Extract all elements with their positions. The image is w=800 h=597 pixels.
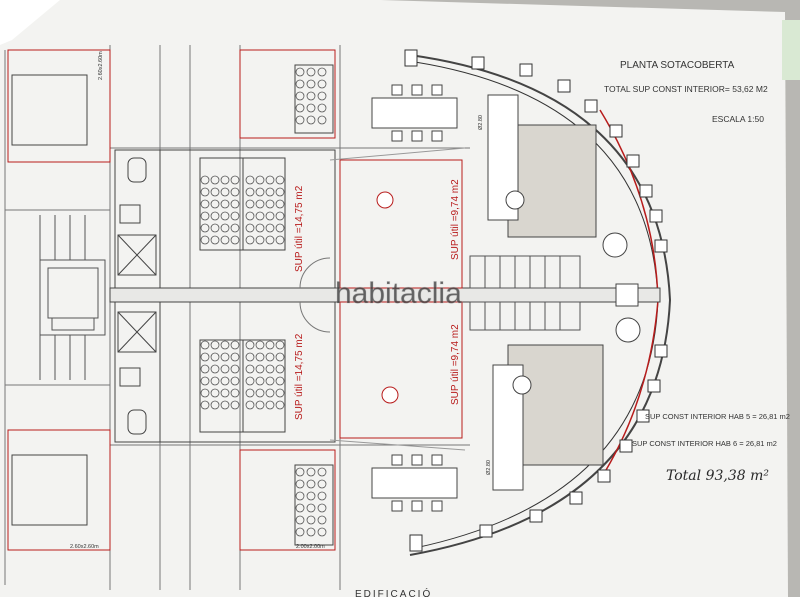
- bedroom-outer: [7, 49, 336, 551]
- watermark: habitaclia: [335, 277, 462, 310]
- plan-title: PLANTA SOTACOBERTA: [620, 60, 735, 71]
- handwritten-total: Total 93,38 m²: [666, 468, 769, 484]
- area-label-bottom-right: SUP útil =9,74 m2: [450, 324, 461, 405]
- bedroom-top: [159, 149, 336, 289]
- hab5-label: SUP CONST INTERIOR HAB 5 = 26,81 m2: [645, 412, 790, 421]
- bedroom-bottom: [159, 301, 336, 443]
- dim-label-bottom-mid: 2.00x2.00m: [296, 544, 325, 550]
- area-label-top-right: SUP útil =9,74 m2: [450, 179, 461, 260]
- dim-label-bottom-left: 2.60x2.60m: [70, 544, 99, 550]
- area-label-top-left: SUP útil =14,75 m2: [294, 185, 305, 272]
- sticker: [782, 20, 800, 80]
- bottom-caption: EDIFICACIÓ: [355, 587, 432, 597]
- stair-shaft: [39, 215, 106, 380]
- dim-label-sofa-bottom: Ø2.80: [486, 460, 492, 475]
- dim-label-sofa-top: Ø2.80: [478, 115, 484, 130]
- bathroom-top: [114, 149, 161, 289]
- scale-label: ESCALA 1:50: [712, 114, 764, 124]
- dim-label-top-left: 2.60x2.60m: [98, 51, 104, 80]
- bed-pattern: [200, 67, 327, 537]
- total-interior-label: TOTAL SUP CONST INTERIOR= 53,62 M2: [604, 84, 768, 94]
- small-rooms: [339, 159, 463, 439]
- hab6-label: SUP CONST INTERIOR HAB 6 = 26,81 m2: [632, 439, 777, 448]
- area-label-bottom-left: SUP útil =14,75 m2: [294, 333, 305, 420]
- living-area: [376, 94, 641, 491]
- dining-tables: [371, 84, 458, 512]
- stairs: [469, 255, 581, 331]
